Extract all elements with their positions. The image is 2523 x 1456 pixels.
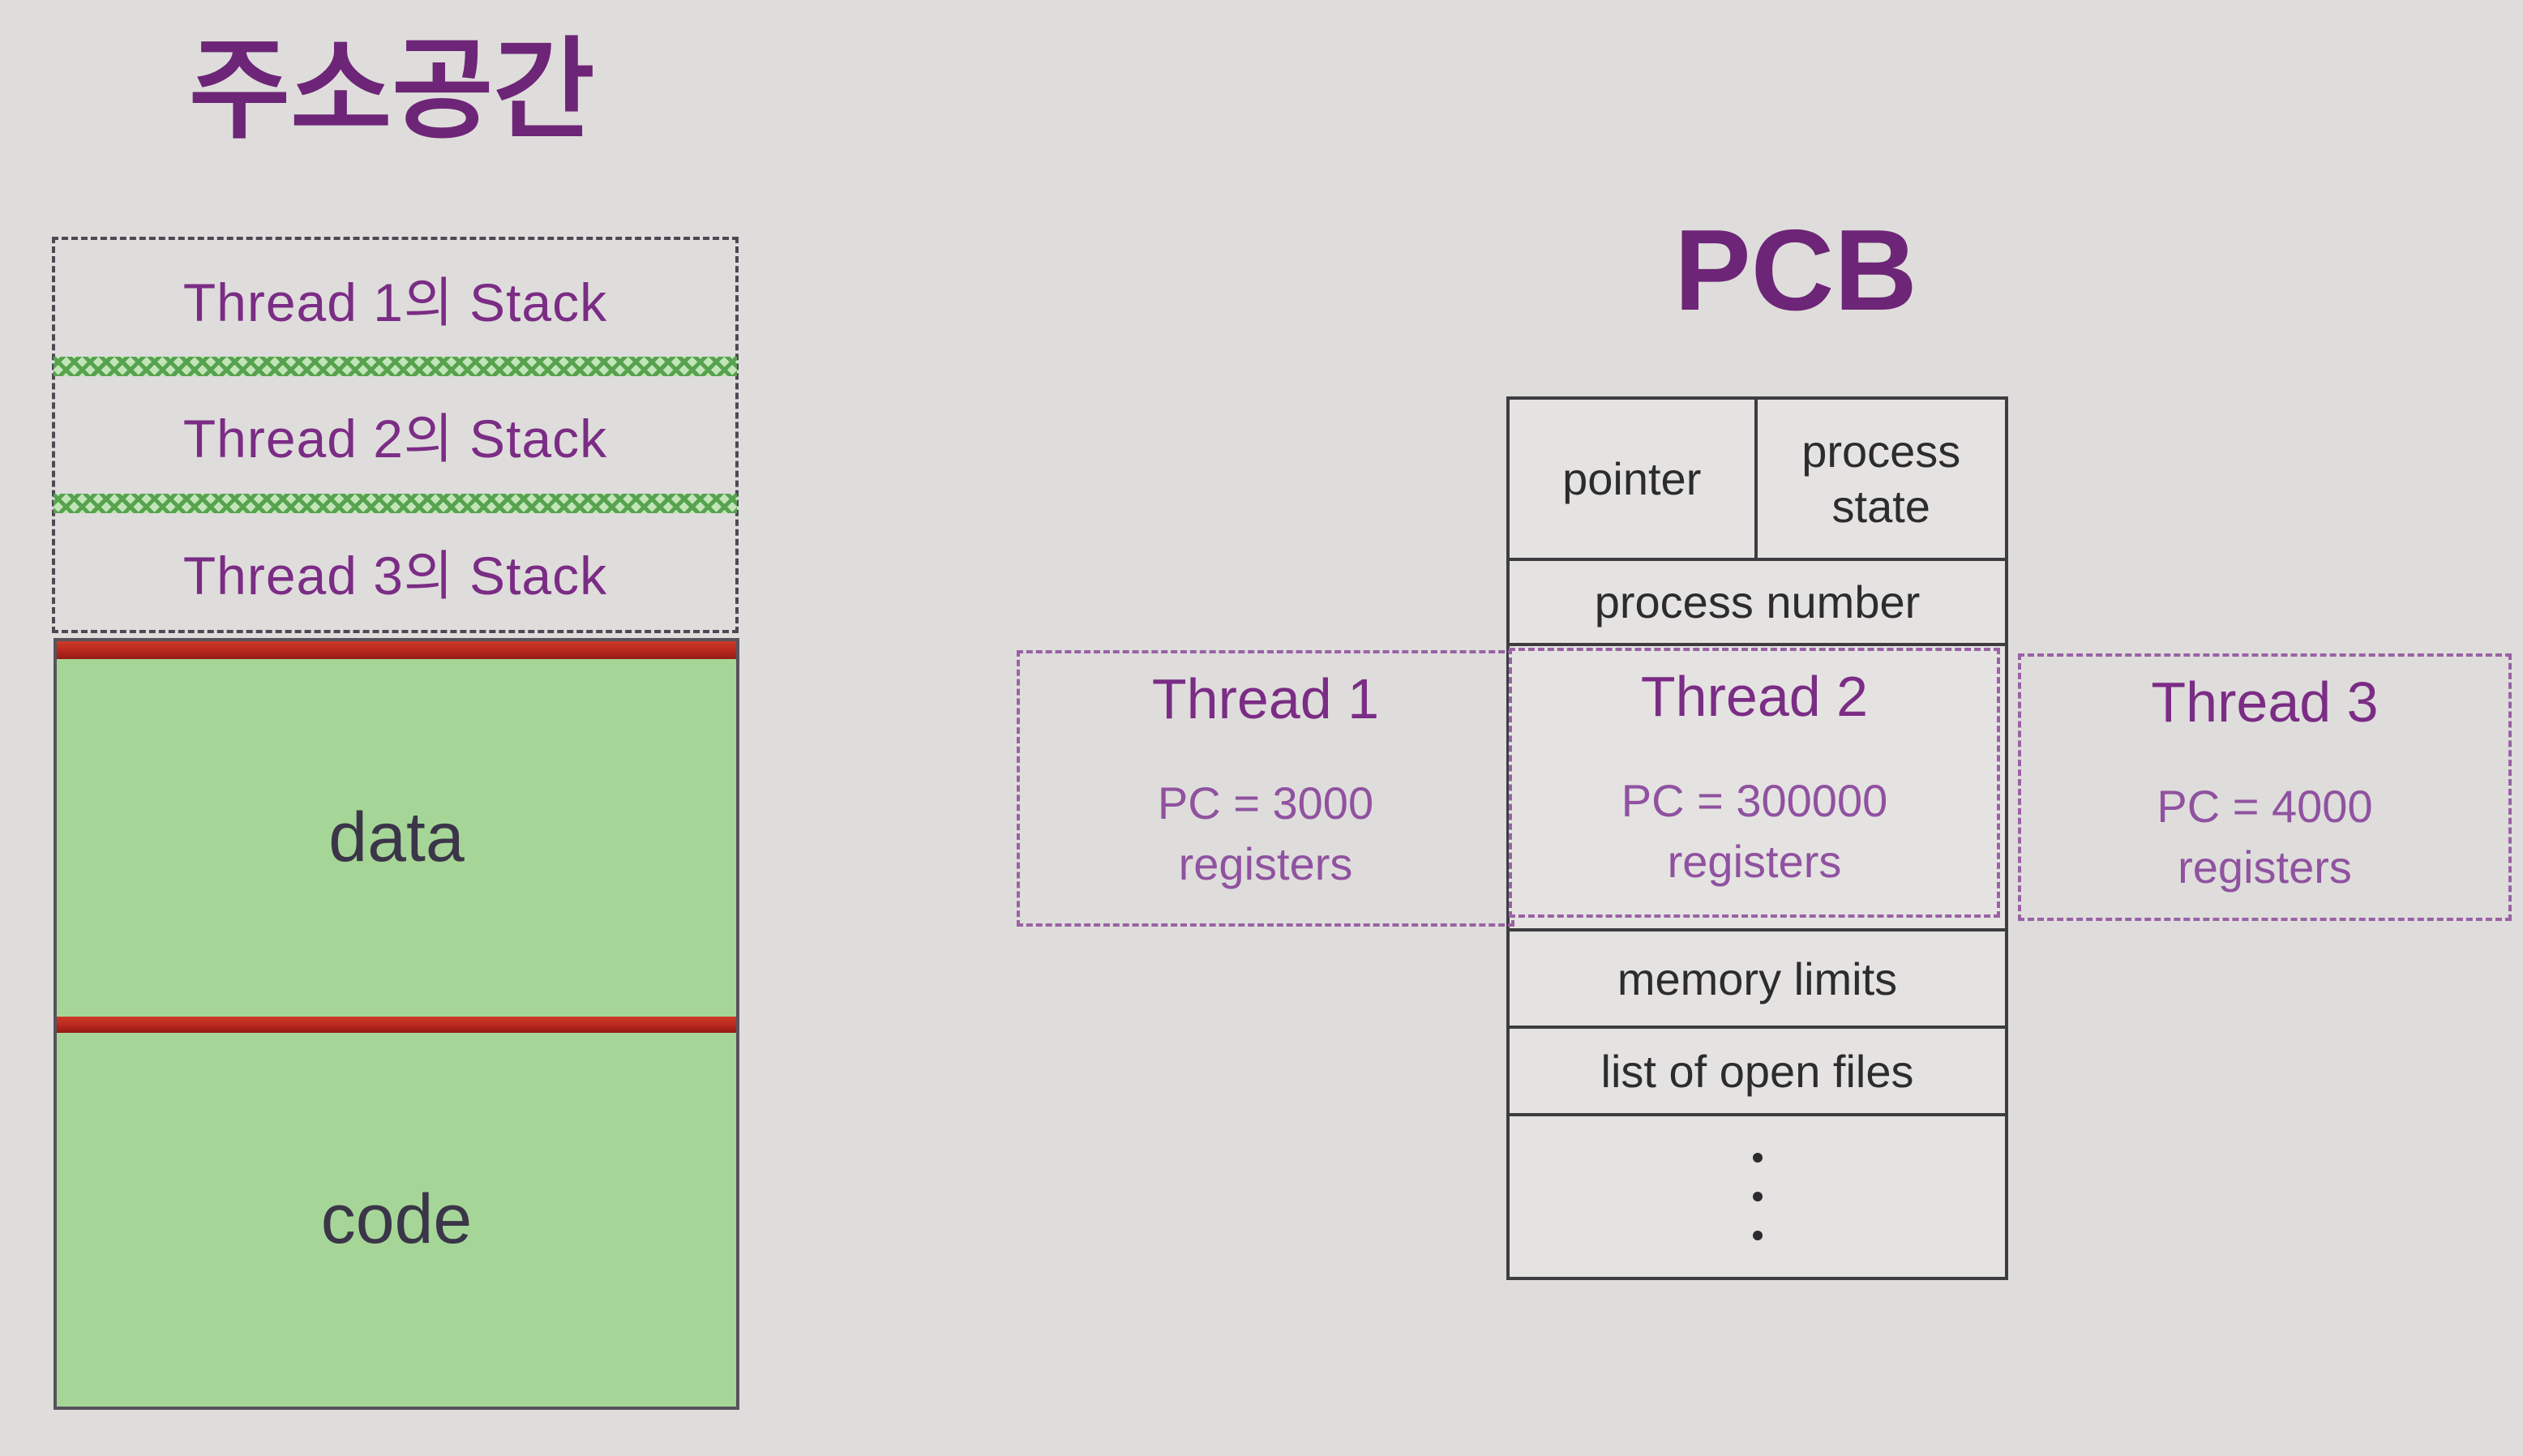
thread3-box: Thread 3 PC = 4000 registers — [2018, 653, 2512, 921]
red-divider-middle — [57, 1017, 736, 1033]
pcb-row-pointer-state: pointer process state — [1510, 400, 2005, 561]
process-state-cell: process state — [1758, 400, 2006, 558]
thread1-name: Thread 1 — [1151, 667, 1380, 730]
pcb-row-memory-limits: memory limits — [1510, 931, 2005, 1029]
ellipsis-dots — [1752, 1153, 1763, 1240]
code-section: code — [57, 1033, 736, 1407]
thread1-stack-row: Thread 1의 Stack — [55, 240, 735, 357]
open-files-label: list of open files — [1600, 1045, 1914, 1097]
pcb-row-thread2-slot — [1510, 646, 2005, 931]
pointer-label: pointer — [1562, 452, 1702, 504]
code-label: code — [320, 1180, 473, 1258]
zigzag-separator — [54, 493, 737, 513]
thread1-registers: registers — [1178, 838, 1353, 889]
data-section: data — [57, 659, 736, 1017]
memory-box: data code — [54, 638, 739, 1410]
zigzag-separator — [54, 357, 737, 377]
thread-stacks-box: Thread 1의 Stack Thread 2의 Stack Thread 3… — [52, 237, 739, 633]
pointer-cell: pointer — [1510, 400, 1758, 558]
thread3-stack-row: Thread 3의 Stack — [55, 513, 735, 630]
thread1-stack-label: Thread 1의 Stack — [182, 272, 608, 333]
pcb-row-ellipsis — [1510, 1116, 2005, 1277]
data-label: data — [328, 799, 465, 876]
address-space-title: 주소공간 — [189, 28, 595, 152]
thread2-box: Thread 2 PC = 300000 registers — [1509, 648, 2000, 918]
thread3-stack-label: Thread 3의 Stack — [182, 545, 608, 606]
thread3-registers: registers — [2178, 841, 2352, 893]
thread3-pc: PC = 4000 — [2157, 781, 2373, 832]
thread2-name: Thread 2 — [1640, 665, 1869, 728]
thread2-pc: PC = 300000 — [1621, 775, 1888, 826]
process-number-label: process number — [1594, 576, 1921, 627]
thread1-pc: PC = 3000 — [1157, 777, 1374, 829]
thread1-box: Thread 1 PC = 3000 registers — [1017, 650, 1514, 927]
pcb-title: PCB — [1674, 206, 1917, 335]
red-divider-top — [57, 641, 736, 659]
thread2-stack-label: Thread 2의 Stack — [182, 409, 608, 469]
memory-limits-label: memory limits — [1617, 953, 1898, 1004]
pcb-row-open-files: list of open files — [1510, 1029, 2005, 1116]
process-state-label: process state — [1801, 426, 1961, 532]
thread2-registers: registers — [1667, 836, 1842, 887]
pcb-row-process-number: process number — [1510, 561, 2005, 646]
thread2-stack-row: Thread 2의 Stack — [55, 376, 735, 493]
thread3-name: Thread 3 — [2151, 670, 2379, 734]
